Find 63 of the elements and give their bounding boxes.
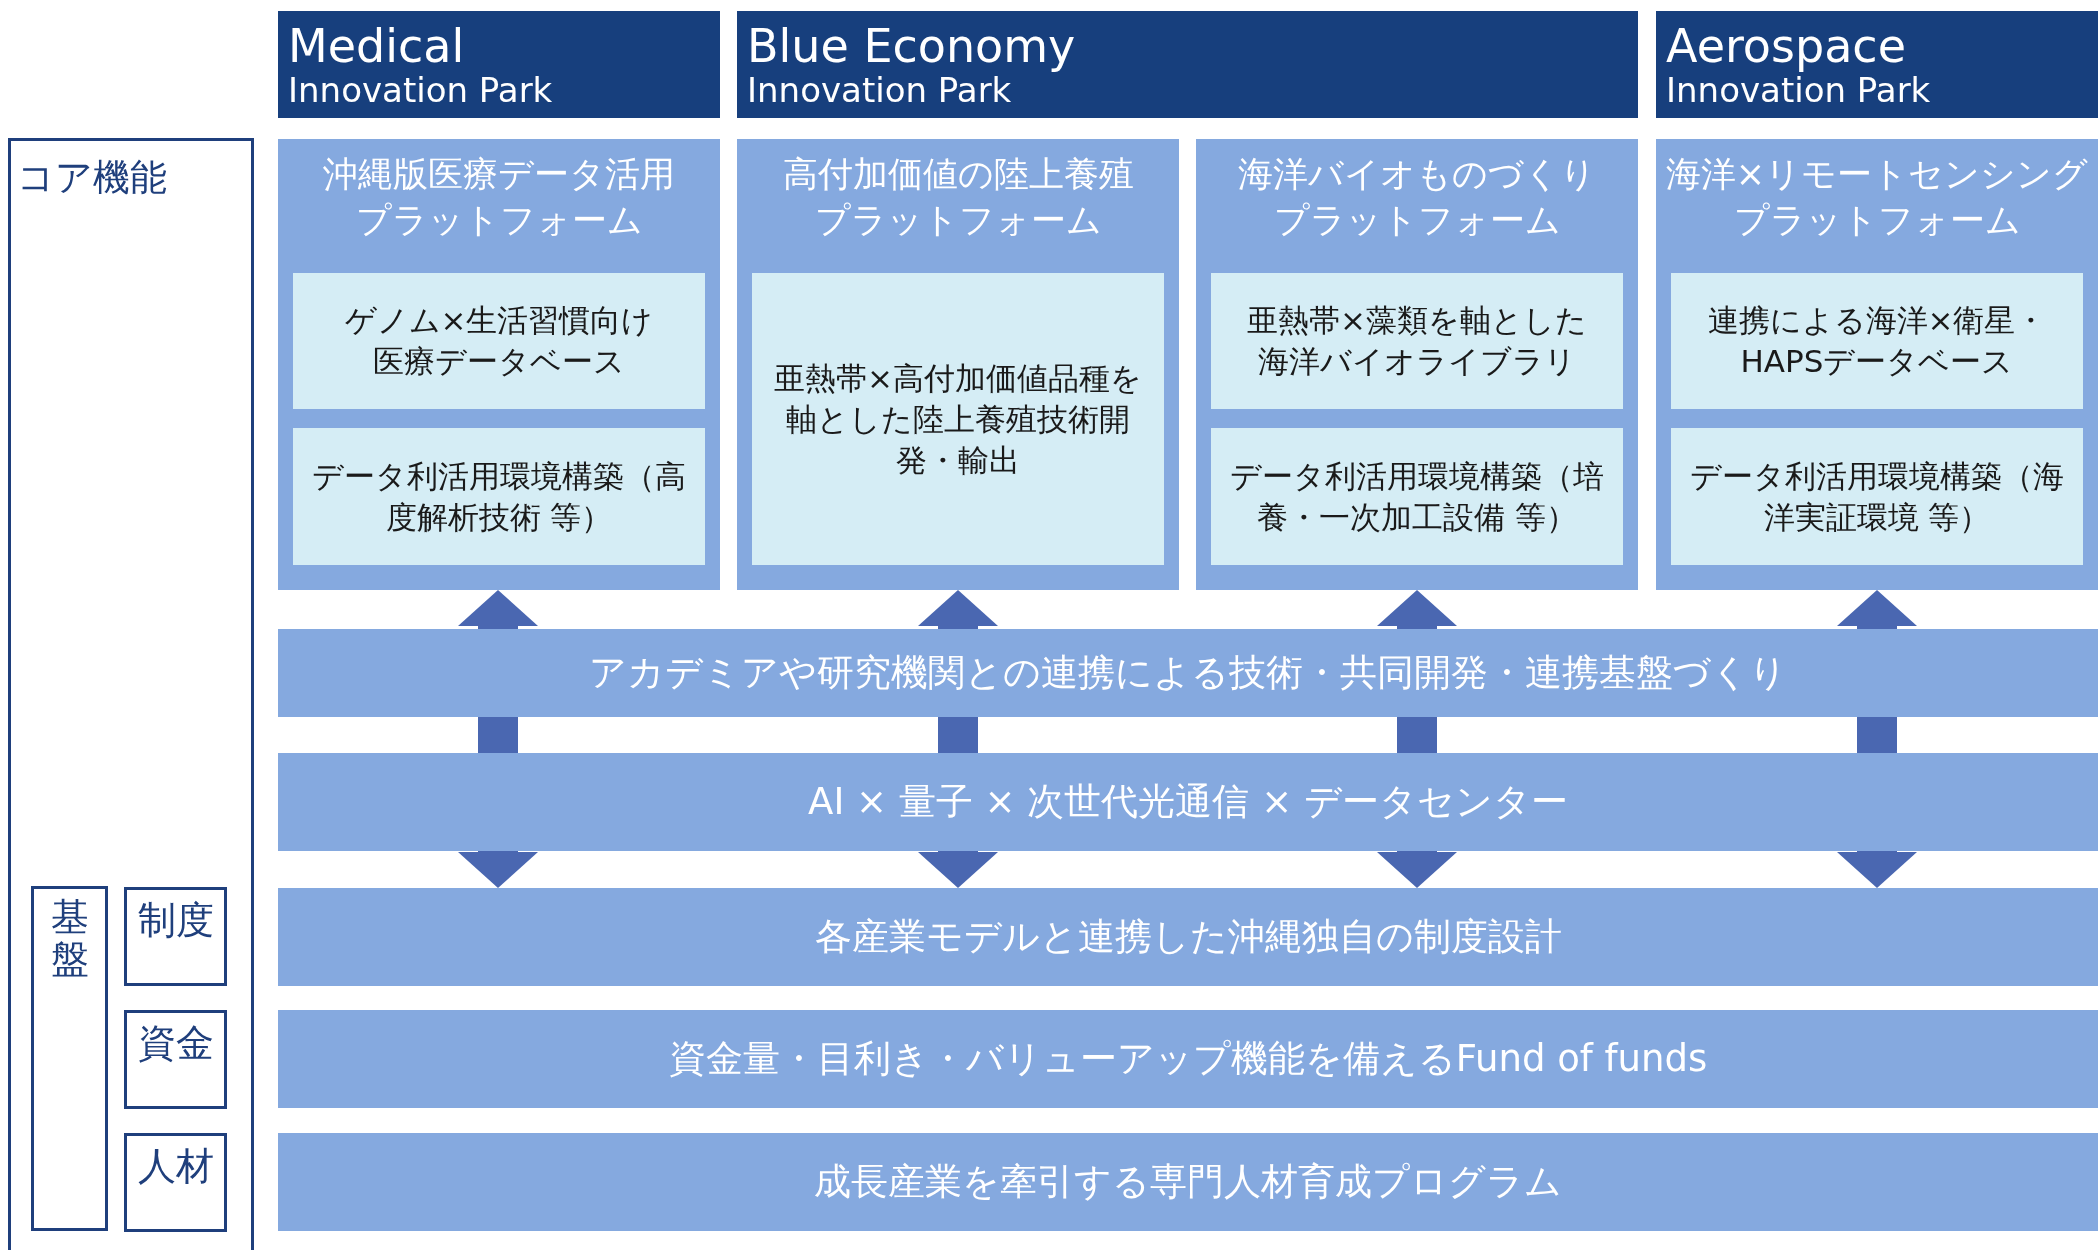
category-box bbox=[124, 1133, 227, 1232]
header-banner bbox=[1656, 11, 2098, 118]
band-text: 資金量・目利き・バリューアップ機能を備えるFund of funds bbox=[668, 1036, 1708, 1082]
feature-box bbox=[1671, 273, 2083, 409]
band-text: 各産業モデルと連携した沖縄独自の制度設計 bbox=[814, 914, 1562, 960]
category-box bbox=[124, 887, 227, 986]
core-function-panel bbox=[8, 138, 254, 1250]
header-banner bbox=[737, 11, 1638, 118]
platform-panel bbox=[1196, 139, 1638, 590]
category-box bbox=[124, 1010, 227, 1109]
arrow bbox=[918, 851, 998, 888]
foundation-box bbox=[31, 886, 108, 1231]
band-text: AI × 量子 × 次世代光通信 × データセンター bbox=[808, 779, 1568, 825]
header-title: Aerospace bbox=[1666, 21, 1907, 71]
platform-title: 海洋×リモートセンシングプラットフォーム bbox=[1664, 153, 2090, 242]
header-subtitle: Innovation Park bbox=[288, 71, 554, 109]
feature-text: データ利活用環境構築（高度解析技術 等） bbox=[311, 456, 687, 537]
feature-text: 亜熱帯×高付加価値品種を軸とした陸上養殖技術開発・輸出 bbox=[773, 358, 1143, 480]
panel-label: コア機能 bbox=[17, 155, 167, 201]
category-label: 資金 bbox=[137, 1023, 214, 1065]
feature-box bbox=[293, 428, 705, 565]
feature-box bbox=[1671, 428, 2083, 565]
header-banner bbox=[278, 11, 720, 118]
connector-line bbox=[1857, 717, 1897, 753]
header-subtitle: Innovation Park bbox=[1666, 71, 1932, 109]
feature-text: データ利活用環境構築（培養・一次加工設備 等） bbox=[1229, 456, 1605, 537]
foundation-label: 基盤 bbox=[50, 897, 89, 983]
function-band bbox=[278, 629, 2098, 717]
connector-line bbox=[478, 717, 518, 753]
category-label: 人材 bbox=[137, 1146, 214, 1188]
arrow bbox=[1837, 590, 1917, 629]
band-text: 成長産業を牽引する専門人材育成プログラム bbox=[814, 1159, 1562, 1205]
function-band bbox=[278, 888, 2098, 986]
arrow bbox=[1377, 851, 1457, 888]
platform-title: 海洋バイオものづくりプラットフォーム bbox=[1237, 153, 1597, 242]
feature-text: ゲノム×生活習慣向け医療データベース bbox=[343, 301, 655, 381]
header-title: Blue Economy bbox=[747, 21, 1077, 71]
arrow bbox=[1837, 851, 1917, 888]
platform-panel bbox=[278, 139, 720, 590]
feature-box bbox=[1211, 273, 1623, 409]
feature-text: 連携による海洋×衛星・HAPSデータベース bbox=[1706, 301, 2048, 381]
feature-box bbox=[752, 273, 1164, 565]
arrow bbox=[918, 590, 998, 629]
function-band bbox=[278, 1010, 2098, 1108]
platform-panel bbox=[737, 139, 1179, 590]
feature-box bbox=[1211, 428, 1623, 565]
arrow bbox=[458, 851, 538, 888]
feature-box bbox=[293, 273, 705, 409]
category-label: 制度 bbox=[137, 900, 214, 942]
header-title: Medical bbox=[288, 21, 466, 71]
band-text: アカデミアや研究機関との連携による技術・共同開発・連携基盤づくり bbox=[589, 650, 1787, 696]
connector-line bbox=[1397, 717, 1437, 753]
platform-panel bbox=[1656, 139, 2098, 590]
arrow bbox=[458, 590, 538, 629]
connector-line bbox=[938, 717, 978, 753]
arrow bbox=[1377, 590, 1457, 629]
function-band bbox=[278, 753, 2098, 851]
feature-text: 亜熱帯×藻類を軸とした海洋バイオライブラリ bbox=[1246, 301, 1588, 381]
platform-title: 沖縄版医療データ活用プラットフォーム bbox=[322, 153, 676, 242]
function-band bbox=[278, 1133, 2098, 1231]
platform-title: 高付加価値の陸上養殖プラットフォーム bbox=[781, 153, 1135, 242]
header-subtitle: Innovation Park bbox=[747, 71, 1012, 109]
feature-text: データ利活用環境構築（海洋実証環境 等） bbox=[1689, 456, 2065, 537]
